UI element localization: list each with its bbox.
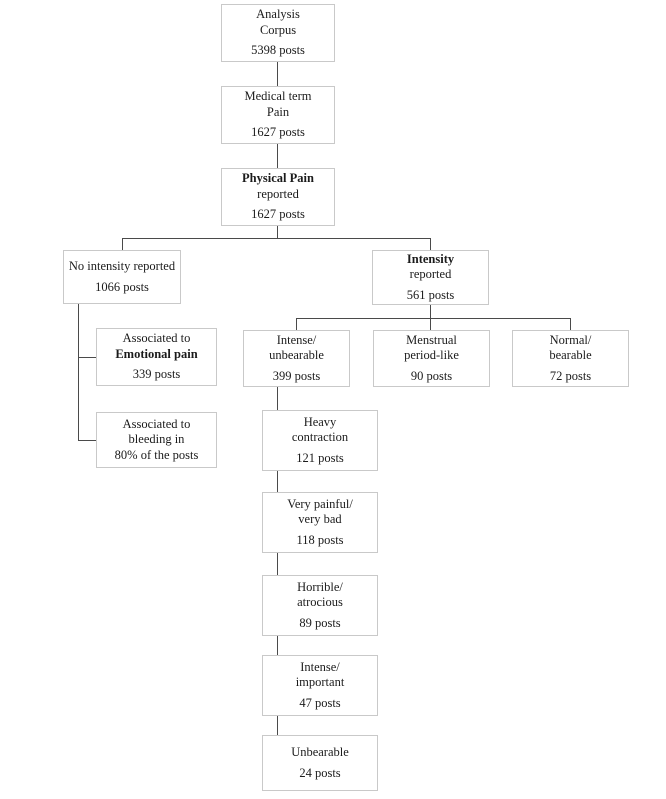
node-line-2: contraction [291, 430, 349, 445]
edge-bus-to-no-intensity [122, 238, 123, 250]
node-count: 89 posts [299, 615, 341, 630]
node-count: 121 posts [296, 450, 344, 465]
edge-bus-to-intense [296, 318, 297, 330]
node-count: 5398 posts [251, 43, 305, 58]
node-line-1: Unbearable [291, 745, 349, 759]
node-count: 399 posts [272, 368, 321, 383]
node-line-1: Physical Pain [242, 171, 314, 186]
node-line-2: Pain [266, 104, 290, 119]
node-line-1: Intense/ [276, 332, 317, 347]
node-count: 24 posts [299, 765, 341, 780]
node-physical-pain[interactable]: Physical Pain reported 1627 posts [221, 168, 335, 226]
edge-medical-to-physical [277, 144, 278, 168]
node-count: 1066 posts [95, 279, 149, 294]
edge-no-intensity-trunk [78, 304, 79, 441]
node-line-2: reported [257, 186, 299, 201]
node-normal-bearable[interactable]: Normal/ bearable 72 posts [512, 330, 629, 387]
node-count: 80% of the posts [114, 447, 199, 462]
node-line-1: Associated to [122, 416, 191, 431]
node-intensity-reported[interactable]: Intensity reported 561 posts [372, 250, 489, 305]
node-line-2: unbearable [269, 348, 324, 363]
node-intense-unbearable[interactable]: Intense/ unbearable 399 posts [243, 330, 350, 387]
node-count: 1627 posts [251, 125, 305, 140]
node-line-2: bleeding in [128, 432, 185, 447]
edge-bus-to-normal [570, 318, 571, 330]
node-line-1: No intensity reported [68, 259, 176, 273]
node-line-2: bearable [549, 348, 592, 363]
node-line-1: Analysis [256, 7, 300, 22]
node-emotional-pain[interactable]: Associated to Emotional pain 339 posts [96, 328, 217, 386]
node-count: 47 posts [299, 695, 341, 710]
node-intense-important[interactable]: Intense/ important 47 posts [262, 655, 378, 716]
node-bleeding[interactable]: Associated to bleeding in 80% of the pos… [96, 412, 217, 468]
node-count: 118 posts [296, 532, 344, 547]
node-line-1: Heavy [303, 414, 337, 429]
edge-trunk-to-emotional [78, 357, 96, 358]
node-line-1: Medical term [244, 89, 312, 104]
node-line-2: Emotional pain [115, 346, 198, 361]
node-line-2: reported [409, 267, 452, 282]
node-line-1: Menstrual [406, 332, 457, 347]
node-line-1: Associated to [122, 331, 191, 346]
node-line-1: Normal/ [549, 332, 592, 347]
edge-corpus-to-medical [277, 62, 278, 86]
node-menstrual-period-like[interactable]: Menstrual period-like 90 posts [373, 330, 490, 387]
edge-bus-to-intensity [430, 238, 431, 250]
node-count: 1627 posts [251, 207, 305, 222]
node-count: 90 posts [410, 368, 453, 383]
node-line-2: period-like [404, 348, 459, 363]
node-line-2: Corpus [259, 22, 297, 37]
node-line-2: very bad [298, 512, 342, 527]
node-no-intensity-reported[interactable]: No intensity reported 1066 posts [63, 250, 181, 304]
node-unbearable[interactable]: Unbearable 24 posts [262, 735, 378, 791]
edge-level3-bus [296, 318, 570, 319]
node-analysis-corpus[interactable]: Analysis Corpus 5398 posts [221, 4, 335, 62]
node-count: 339 posts [132, 367, 181, 382]
edge-trunk-to-bleeding [78, 440, 96, 441]
edge-level2-bus [122, 238, 431, 239]
node-line-1: Intense/ [300, 659, 340, 674]
node-medical-term-pain[interactable]: Medical term Pain 1627 posts [221, 86, 335, 144]
node-heavy-contraction[interactable]: Heavy contraction 121 posts [262, 410, 378, 471]
node-line-1: Horrible/ [297, 579, 343, 594]
node-line-2: important [295, 675, 345, 690]
edge-bus-to-menstrual [430, 318, 431, 330]
edge-physical-stem [277, 226, 278, 238]
node-very-painful[interactable]: Very painful/ very bad 118 posts [262, 492, 378, 553]
node-line-1: Very painful/ [287, 496, 353, 511]
node-line-1: Intensity [406, 251, 455, 266]
node-count: 72 posts [549, 368, 592, 383]
node-line-2: atrocious [297, 595, 343, 610]
node-count: 561 posts [406, 287, 455, 302]
node-horrible-atrocious[interactable]: Horrible/ atrocious 89 posts [262, 575, 378, 636]
edge-intensity-stem [430, 305, 431, 318]
